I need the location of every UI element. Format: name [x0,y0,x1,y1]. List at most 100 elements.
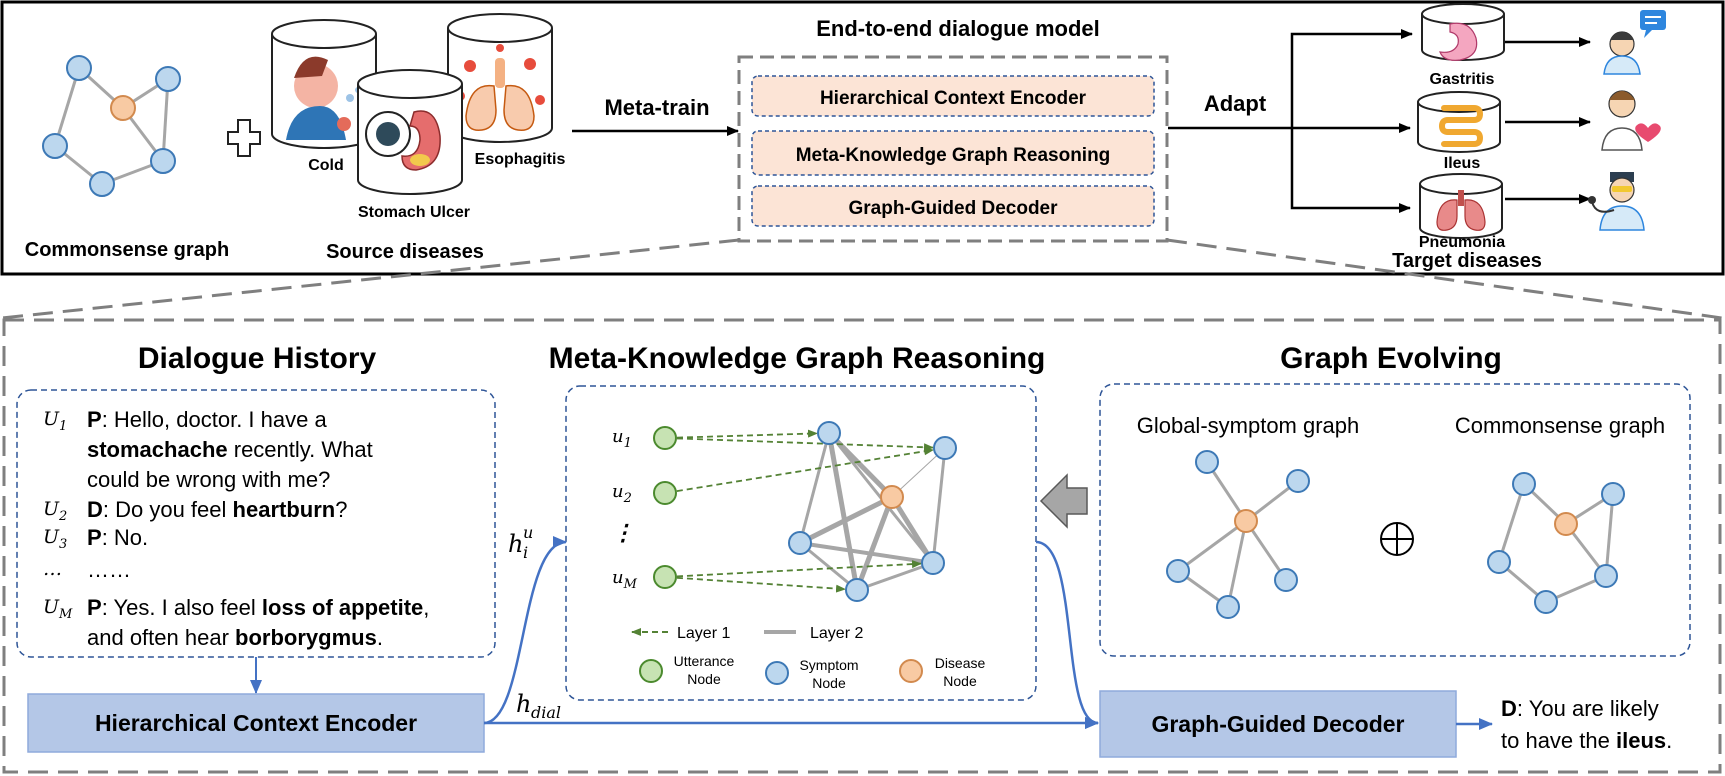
utterance-node [653,481,677,505]
graph-edge [1226,520,1248,608]
graph-edge [798,494,894,546]
text-span: to have the [1501,728,1616,753]
text-span: : No. [102,525,148,550]
legend-disease-node [899,659,923,683]
text-span: and often hear [87,625,235,650]
graph-edge [1497,483,1526,563]
symptom-node [66,55,92,81]
target-disease-cylinder-gastritis [1421,3,1505,61]
reasoning-legend: Layer 1 Layer 2 Utterance Node Symptom N… [631,625,986,691]
stomach-icon [365,110,441,171]
disease-node [110,95,136,121]
graph-edge [826,432,860,591]
intestine-icon [1438,105,1484,147]
layer1-edge [676,437,935,452]
symptom-node [1487,550,1511,574]
doctor-chat-icon [1603,10,1666,75]
legend-disease-label-1: Disease [935,655,986,671]
h-i-u-symbol: h [508,530,523,558]
utterance-text-line: D: Do you feel heartburn? [87,497,347,522]
legend-utterance-label-1: Utterance [674,653,735,669]
text-span: recently. What [228,437,373,462]
target-diseases-label: Target diseases [1392,250,1542,272]
utterance-text-line: stomachache recently. What [87,437,373,462]
graph-evolving-title: Graph Evolving [1280,342,1502,375]
symptom-node [1274,568,1298,592]
module-hierarchical-context-encoder: Hierarchical Context Encoder [751,75,1155,117]
utterance-symbol-subscript: 1 [59,419,67,434]
graph-edge [1604,493,1615,577]
h-i-u-superscript: u [523,523,533,542]
symptom-node [1534,590,1558,614]
zoom-line-left [1,238,740,320]
commonsense-graph-label: Commonsense graph [25,239,229,261]
bottom-panel [2,318,1722,774]
utterance-symbol: … [43,558,62,580]
graph-guided-decoder-block: Graph-Guided Decoder [1099,690,1457,758]
response-line: to have the ileus. [1501,728,1672,753]
disease-node [1554,512,1578,536]
dialogue-history-title: Dialogue History [138,342,377,375]
utterance-label: ⋮ [612,520,634,546]
utterance-text-line: P: No. [87,525,148,550]
symptom-node [42,133,68,159]
adapt-label: Adapt [1204,91,1267,116]
symptom-node [1601,482,1625,506]
global-symptom-graph-label: Global-symptom graph [1137,413,1360,438]
module-hce-label: Hierarchical Context Encoder [820,88,1087,109]
oplus-icon [1380,522,1414,556]
disease-node [880,485,904,509]
commonsense-graph-top [42,55,181,197]
symptom-node [921,551,945,575]
layer1-edge [676,447,935,492]
graph-evolving-box [1099,383,1691,657]
h-dial-label: h dial [516,690,561,722]
graph-edge [53,67,81,147]
graph-edge [931,447,947,564]
keyword-span: stomachache [87,437,228,462]
target-disease-cylinder-pneumonia [1419,173,1503,239]
text-span: : Yes. I also feel [102,595,262,620]
legend-layer2-label: Layer 2 [810,625,863,642]
decoder-label: Graph-Guided Decoder [1151,711,1404,737]
text-span: : You are likely [1517,696,1659,721]
source-disease-cylinder-esophagitis [447,13,553,143]
target-disease-gastritis-label: Gastritis [1430,71,1495,88]
symptom-node [788,531,812,555]
utterance-symbol-subscript: M [58,607,73,622]
encoder-to-reasoning-arrow [483,536,567,725]
layer1-edge [676,560,923,578]
text-span: could be wrong with me? [87,467,330,492]
h-dial-subscript: dial [531,703,561,722]
zoom-line-right [1166,238,1723,320]
source-disease-cylinder-cold [271,19,377,149]
commonsense-graph-bottom [1487,472,1625,614]
module-graph-guided-decoder: Graph-Guided Decoder [751,185,1155,227]
symptom-node [1166,559,1190,583]
dialogue-history-box [16,389,496,658]
keyword-span: loss of appetite [262,595,423,620]
lungs-icon [1436,190,1486,231]
target-disease-pneumonia-label: Pneumonia [1419,234,1505,251]
model-title: End-to-end dialogue model [816,16,1100,41]
utterance-label-subscript: M [623,577,638,592]
graph-edge [161,78,170,162]
reasoning-title: Meta-Knowledge Graph Reasoning [549,342,1046,375]
cold-patient-icon [286,56,365,140]
keyword-span: D [87,497,103,522]
layer1-edge [676,429,819,439]
legend-symptom-label-2: Node [812,675,846,691]
evolving-to-reasoning-arrow [1039,473,1088,529]
target-disease-cylinder-ileus [1417,91,1501,153]
graph-edge [1177,519,1247,573]
source-disease-cylinder-stomach-ulcer [357,69,463,195]
target-disease-ileus-label: Ileus [1444,155,1481,172]
source-disease-stomach-ulcer-label: Stomach Ulcer [358,204,470,221]
text-span: . [377,625,383,650]
symptom-node [155,66,181,92]
utterance-label-subscript: 1 [624,436,632,451]
module-meta-knowledge-graph-reasoning: Meta-Knowledge Graph Reasoning [751,130,1155,176]
symptom-node [1594,564,1618,588]
lungs-icon [455,44,545,131]
